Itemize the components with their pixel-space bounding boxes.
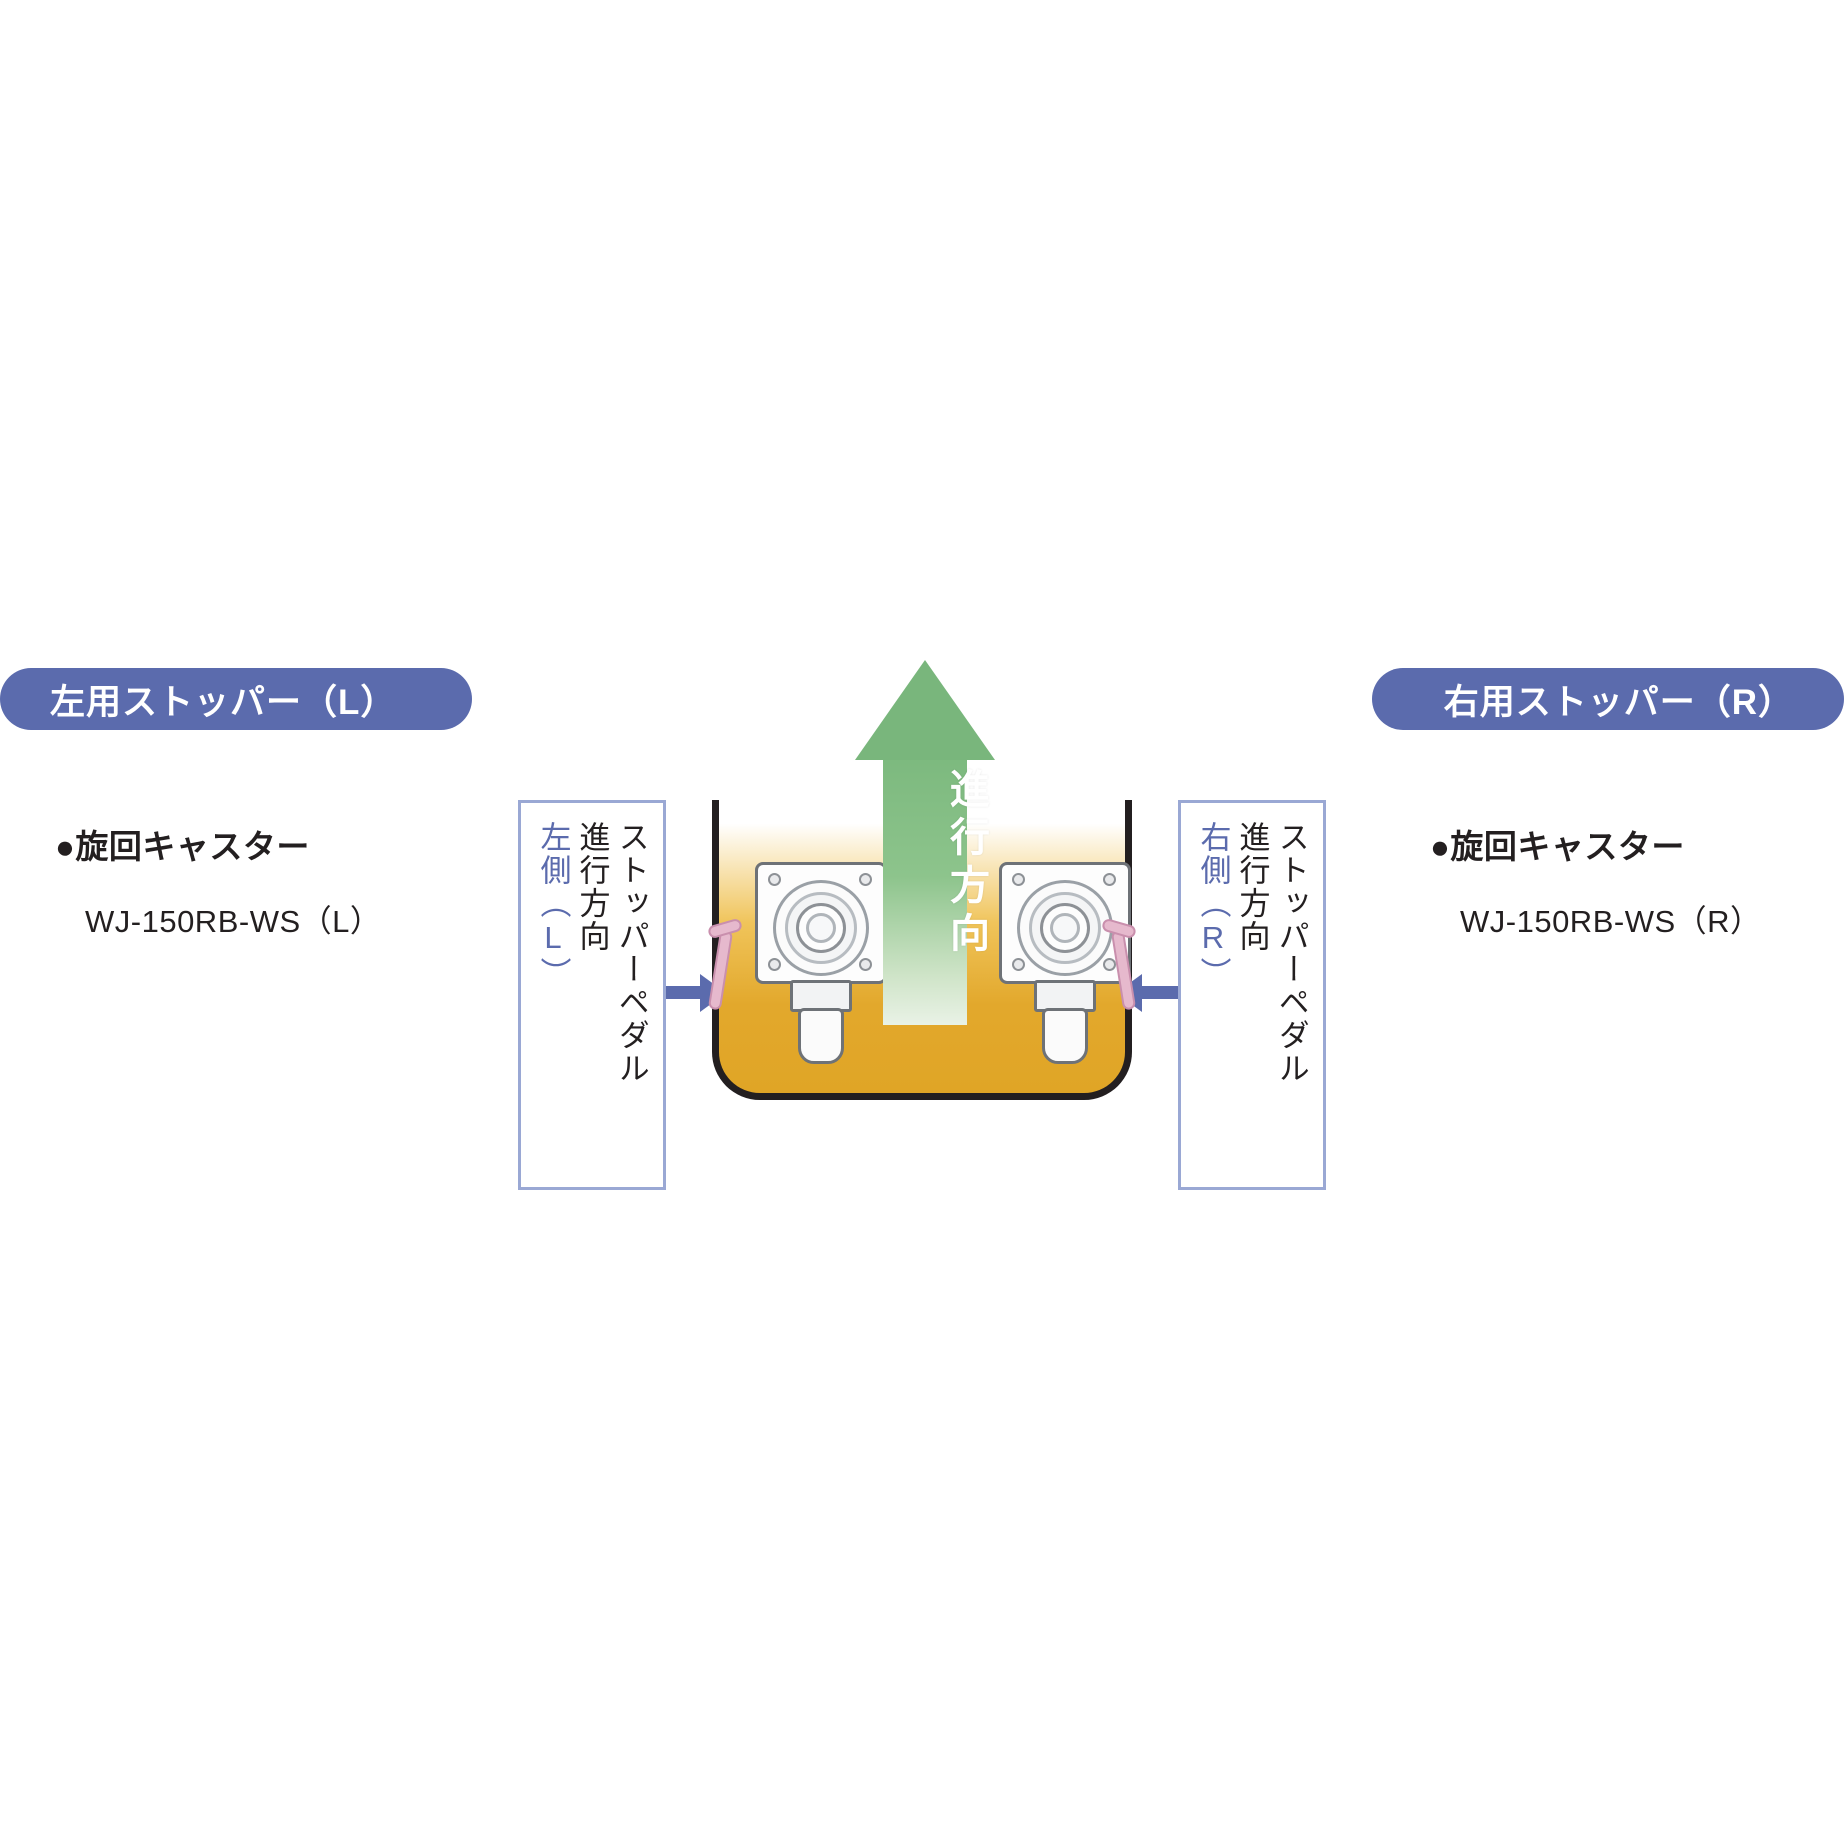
right-stopper-header-label: 右用ストッパー（R） — [1443, 682, 1794, 722]
right-caster-bolt-hole — [1012, 958, 1025, 971]
left-stopper-header: 左用ストッパー（L） — [0, 668, 472, 730]
left-pedal-callout: ストッパーペダル 進行方向 左側（L） — [518, 800, 666, 1190]
right-stopper-pedal — [1090, 917, 1138, 1011]
left-caster-bolt-hole — [859, 958, 872, 971]
left-stopper-header-label: 左用ストッパー（L） — [50, 682, 397, 722]
left-caster-bolt-hole — [768, 958, 781, 971]
right-pointer-arrow-stem — [1142, 986, 1178, 999]
left-callout-line1: ストッパーペダル — [613, 821, 649, 1085]
left-caster-illustration — [746, 862, 896, 1064]
travel-direction-arrow-shaft — [883, 755, 967, 1025]
right-callout-line2: 進行方向 — [1234, 821, 1270, 953]
left-caster-wheel — [798, 1008, 844, 1064]
right-pedal-bar — [1110, 929, 1137, 1011]
left-callout-line2: 進行方向 — [574, 821, 610, 953]
right-caster-bolt-hole — [1103, 958, 1116, 971]
left-callout-line3: 左側（L） — [535, 821, 571, 990]
right-callout-line1: ストッパーペダル — [1273, 821, 1309, 1085]
left-caster-info: ●旋回キャスター WJ-150RB-WS（L） — [55, 820, 381, 941]
right-caster-bolt-hole — [1103, 873, 1116, 886]
right-stopper-header: 右用ストッパー（R） — [1372, 668, 1844, 730]
left-pointer-arrow-stem — [666, 986, 702, 999]
right-callout-line3: 右側（R） — [1195, 821, 1231, 990]
right-pedal-callout: ストッパーペダル 進行方向 右側（R） — [1178, 800, 1326, 1190]
right-caster-bolt-hole — [1012, 873, 1025, 886]
left-caster-title: ●旋回キャスター — [55, 828, 310, 865]
travel-direction-label: 進行方向 — [944, 768, 988, 960]
travel-direction-arrow-head — [855, 660, 995, 760]
right-caster-illustration — [990, 862, 1140, 1064]
left-caster-swivel-ring — [806, 913, 836, 943]
left-caster-bolt-hole — [859, 873, 872, 886]
right-caster-info: ●旋回キャスター WJ-150RB-WS（R） — [1430, 820, 1762, 941]
right-caster-model: WJ-150RB-WS（R） — [1460, 904, 1762, 939]
right-caster-swivel-ring — [1050, 913, 1080, 943]
left-stopper-pedal — [706, 917, 754, 1011]
travel-direction-arrow-icon: 進行方向 — [855, 660, 995, 1025]
left-caster-model: WJ-150RB-WS（L） — [85, 904, 382, 939]
right-caster-title: ●旋回キャスター — [1430, 828, 1685, 865]
left-pedal-bar — [707, 929, 734, 1011]
left-caster-bolt-hole — [768, 873, 781, 886]
right-caster-wheel — [1042, 1008, 1088, 1064]
